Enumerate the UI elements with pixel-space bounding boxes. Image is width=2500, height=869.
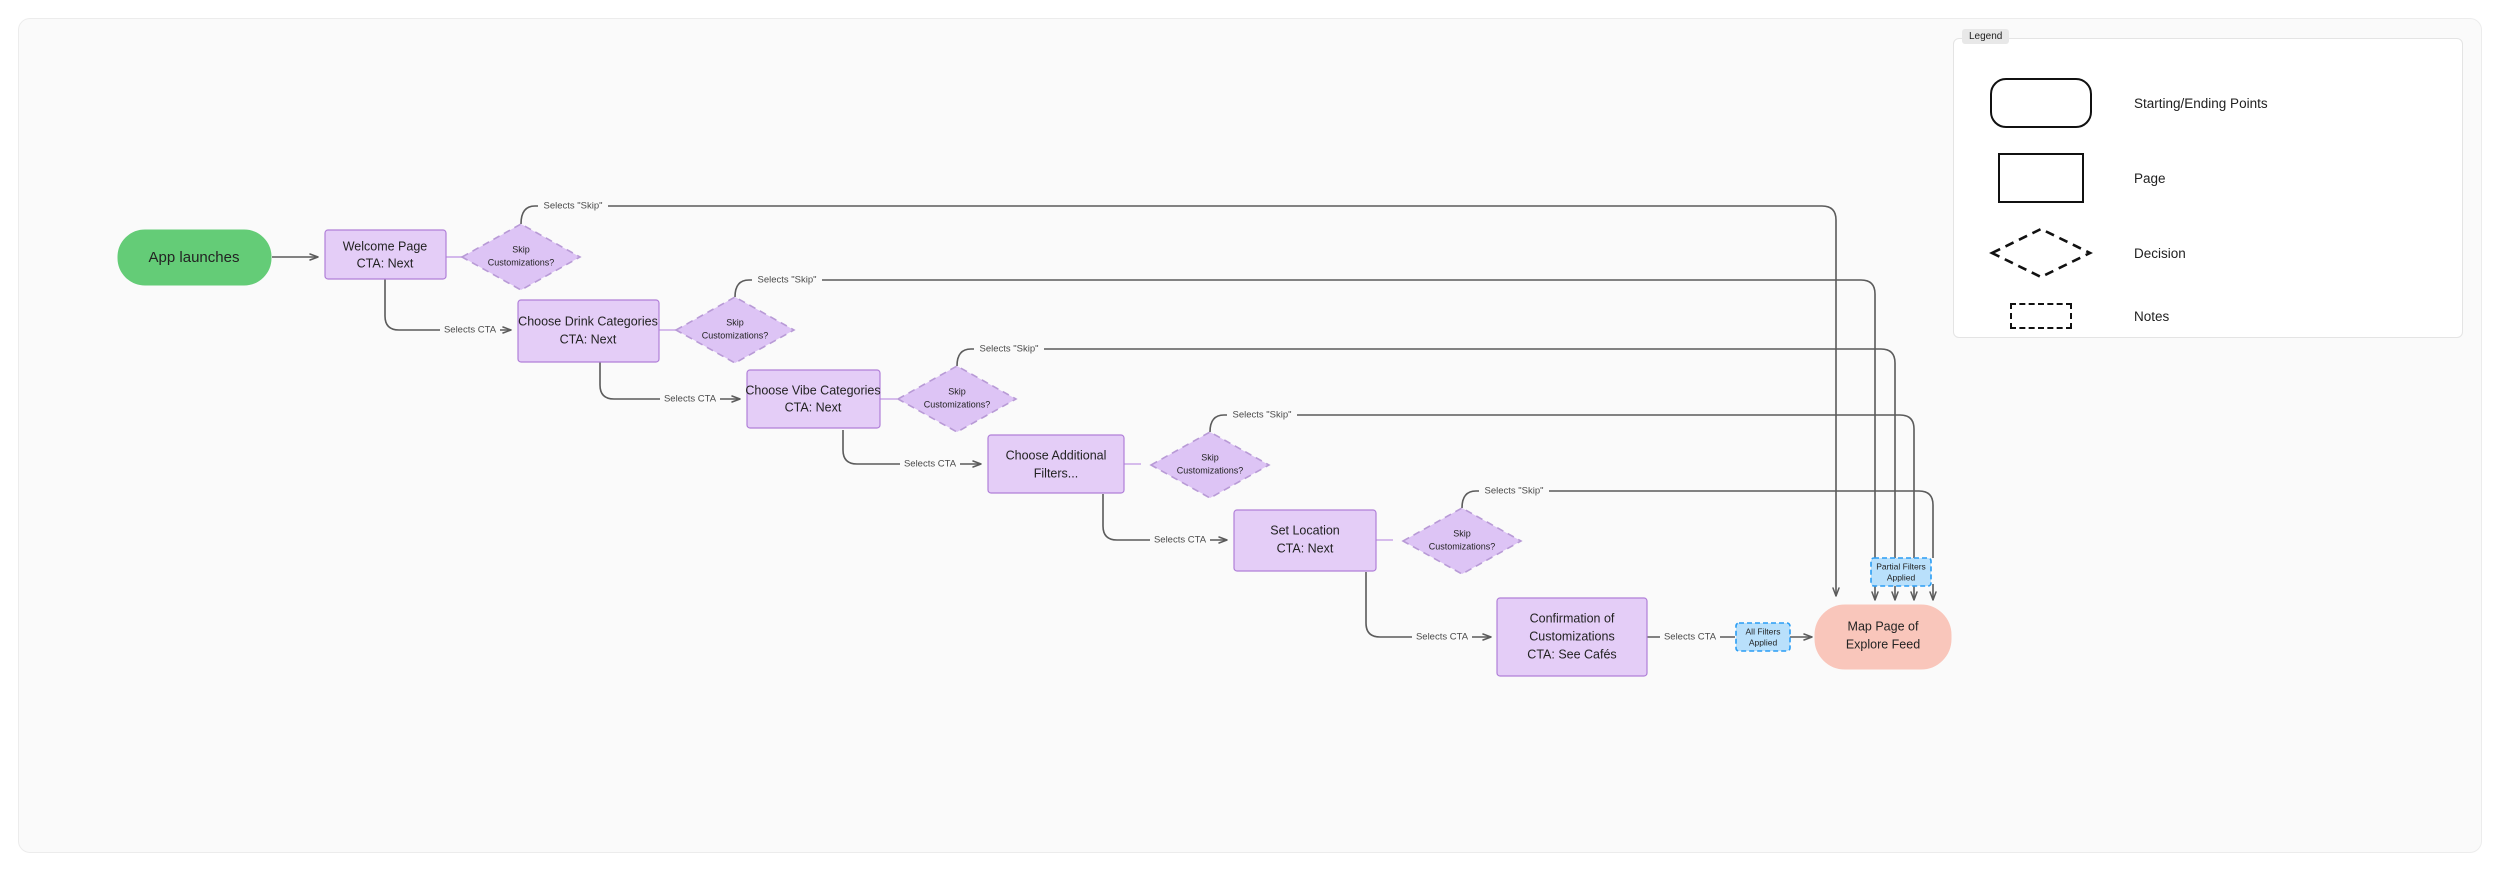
legend-panel: Legend Starting/Ending Points Page Decis… — [1953, 29, 2463, 338]
node-confirmation-line3: CTA: See Cafés — [1527, 647, 1616, 661]
edge-label-cta-3: Selects CTA — [904, 459, 957, 470]
node-decision-2-line2: Customizations? — [702, 330, 769, 340]
node-decision-5-line1: Skip — [1453, 528, 1471, 538]
node-note-all-line2: Applied — [1749, 637, 1778, 647]
legend-swatch-dashed-diamond — [1976, 226, 2106, 280]
legend-item-page: Page — [1954, 150, 2462, 206]
edge-label-skip-4: Selects "Skip" — [1232, 410, 1291, 421]
legend-label-decision: Decision — [2134, 245, 2186, 261]
edge-label-skip-1: Selects "Skip" — [543, 201, 602, 212]
node-drink-categories-line2: CTA: Next — [560, 332, 617, 346]
node-decision-4-line2: Customizations? — [1177, 465, 1244, 475]
node-confirmation-line2: Customizations — [1529, 629, 1614, 643]
edge-label-cta-4: Selects CTA — [1154, 535, 1207, 546]
node-decision-1-line1: Skip — [512, 244, 530, 254]
legend-swatch-dashed-rect — [1976, 303, 2106, 329]
node-decision-2-line1: Skip — [726, 317, 744, 327]
legend-swatch-rect — [1976, 153, 2106, 203]
node-additional-filters-line2: Filters... — [1034, 466, 1078, 480]
edge-label-cta-6: Selects CTA — [1664, 632, 1717, 643]
node-welcome-page-line2: CTA: Next — [357, 256, 414, 270]
node-decision-3-line2: Customizations? — [924, 399, 991, 409]
legend-item-decision: Decision — [1954, 225, 2462, 281]
node-welcome-page-line1: Welcome Page — [343, 239, 428, 253]
node-set-location-line2: CTA: Next — [1277, 541, 1334, 555]
node-decision-3-line1: Skip — [948, 386, 966, 396]
edge-label-cta-1b: Selects CTA — [444, 325, 497, 336]
node-decision-1-line2: Customizations? — [488, 257, 555, 267]
legend-label-starting-ending: Starting/Ending Points — [2134, 95, 2268, 111]
node-decision-5-line2: Customizations? — [1429, 541, 1496, 551]
node-note-all-line1: All Filters — [1746, 626, 1781, 636]
node-app-launches-label: App launches — [149, 249, 240, 266]
node-drink-categories-line1: Choose Drink Categories — [518, 314, 658, 328]
node-note-partial-line2: Applied — [1887, 572, 1916, 582]
legend-label-notes: Notes — [2134, 308, 2170, 324]
node-map-page-line1: Map Page of — [1848, 619, 1919, 633]
node-confirmation-line1: Confirmation of — [1530, 611, 1615, 625]
node-vibe-categories-line2: CTA: Next — [785, 400, 842, 414]
edge-label-cta-2: Selects CTA — [664, 394, 717, 405]
legend-item-notes: Notes — [1954, 288, 2462, 344]
legend-swatch-rounded-rect — [1976, 78, 2106, 128]
node-vibe-categories-line1: Choose Vibe Categories — [745, 383, 880, 397]
legend-title: Legend — [1962, 29, 2010, 44]
node-note-partial-line1: Partial Filters — [1876, 561, 1926, 571]
diamond-icon — [1989, 227, 2093, 279]
legend-item-starting-ending: Starting/Ending Points — [1954, 75, 2462, 131]
node-set-location-line1: Set Location — [1270, 523, 1340, 537]
edge-label-skip-5: Selects "Skip" — [1484, 486, 1543, 497]
edge-label-skip-2: Selects "Skip" — [757, 275, 816, 286]
node-additional-filters-line1: Choose Additional — [1006, 448, 1107, 462]
node-decision-4-line1: Skip — [1201, 452, 1219, 462]
edge-label-skip-3: Selects "Skip" — [979, 344, 1038, 355]
node-map-page-line2: Explore Feed — [1846, 637, 1920, 651]
edge-label-cta-5: Selects CTA — [1416, 632, 1469, 643]
legend-label-page: Page — [2134, 170, 2166, 186]
